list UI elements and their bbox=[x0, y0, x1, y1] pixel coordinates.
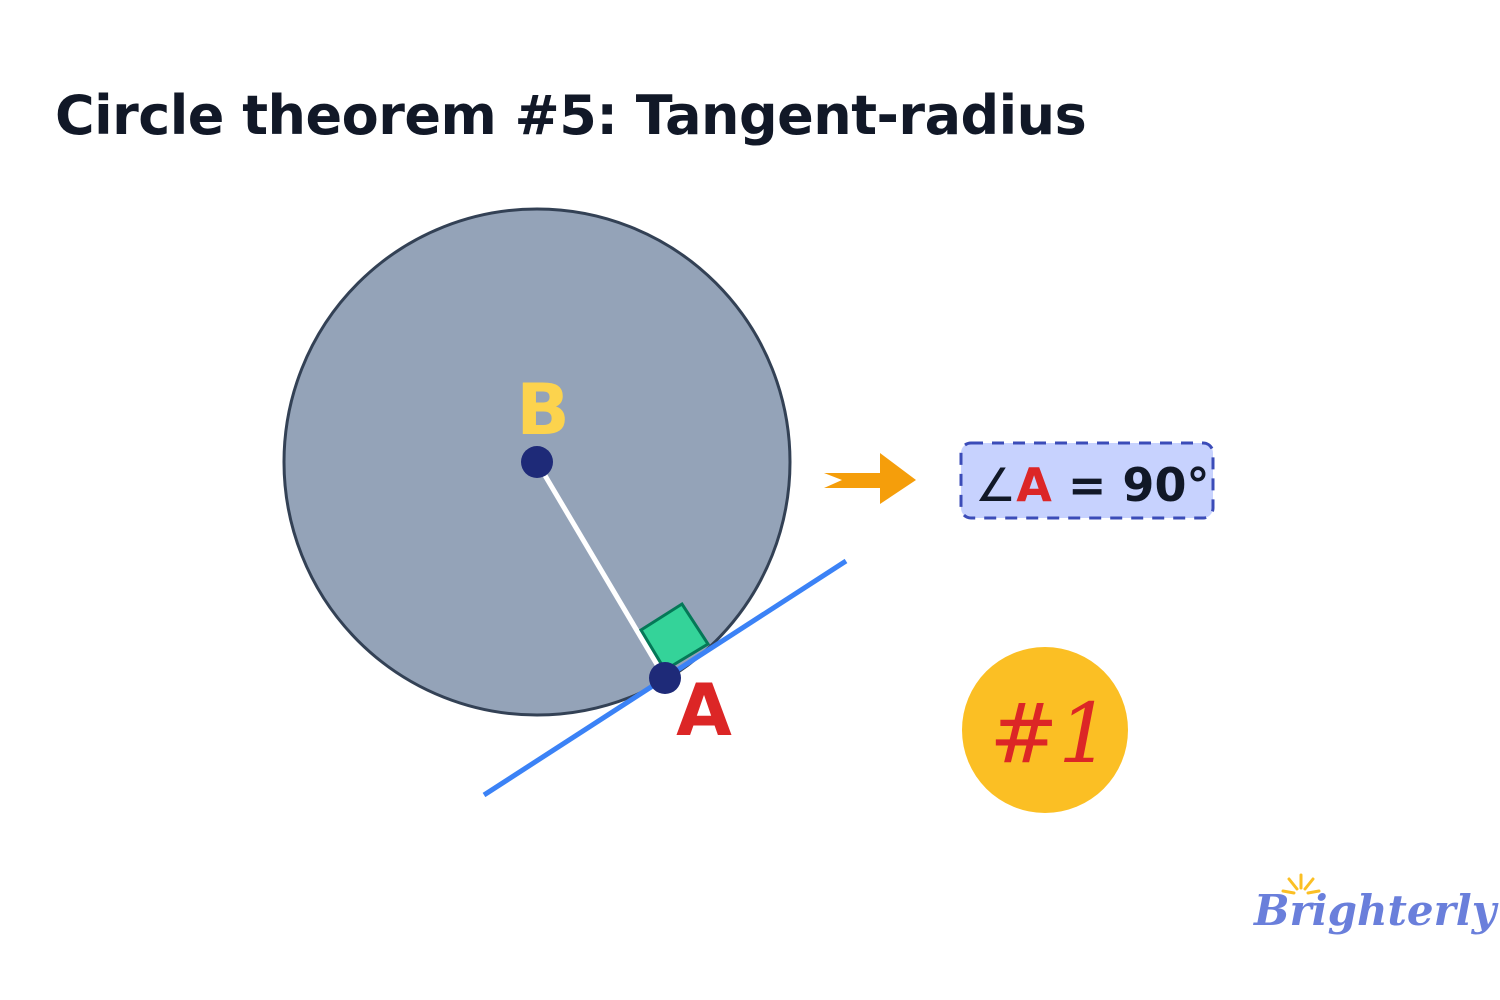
page-title: Circle theorem #5: Tangent-radius bbox=[55, 84, 1087, 147]
equation-text: ∠A = 90° bbox=[975, 458, 1209, 512]
sun-icon bbox=[1281, 873, 1321, 895]
point-A bbox=[649, 662, 681, 694]
angle-letter: A bbox=[1016, 458, 1052, 512]
angle-symbol: ∠ bbox=[975, 458, 1016, 512]
point-B bbox=[521, 446, 553, 478]
label-A: A bbox=[676, 668, 732, 752]
equation-box bbox=[959, 441, 1215, 520]
logo-text: Brighterly bbox=[1253, 886, 1499, 935]
label-B: B bbox=[516, 369, 569, 451]
arrow-icon bbox=[824, 453, 916, 504]
logo: Brighterly bbox=[1253, 873, 1499, 935]
right-angle-marker bbox=[638, 601, 711, 673]
badge-text: #1 bbox=[990, 687, 1111, 782]
radius-line bbox=[534, 460, 668, 680]
equation-value: = 90° bbox=[1052, 458, 1210, 512]
badge bbox=[962, 647, 1128, 813]
